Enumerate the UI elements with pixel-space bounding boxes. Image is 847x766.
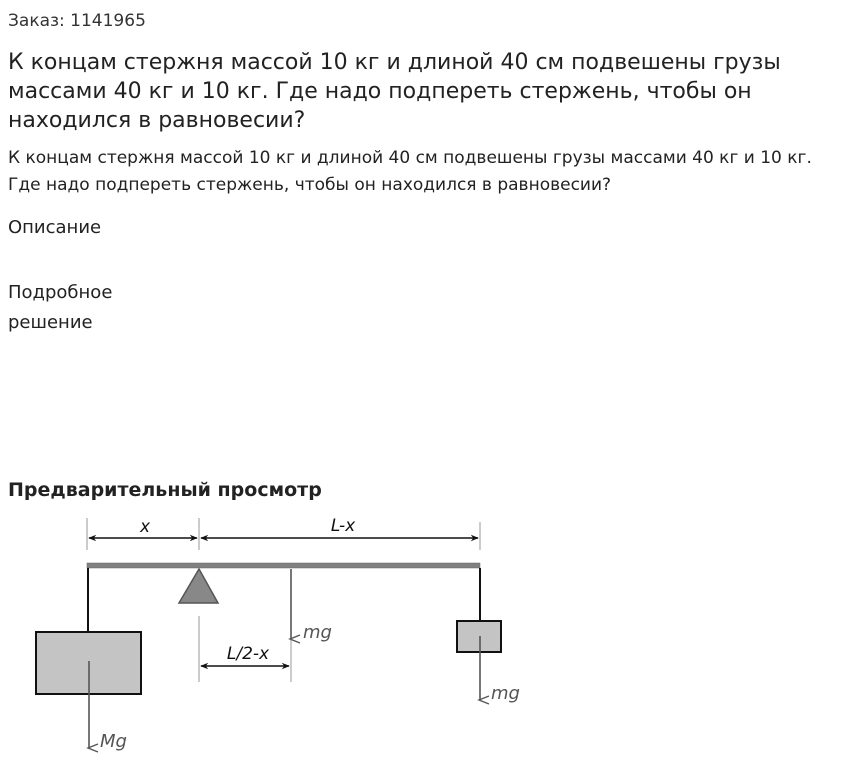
description-label: Описание — [8, 217, 102, 238]
rod — [86, 562, 481, 569]
big-load-weight-label: Mg — [100, 731, 127, 752]
small-load-weight-label: mg — [491, 683, 520, 704]
pivot-support — [177, 567, 220, 604]
problem-text: К концам стержня массой 10 кг и длиной 4… — [8, 148, 812, 195]
order-number: Заказ: 1141965 — [8, 11, 146, 31]
dimension-l-minus-x-label: L-x — [331, 516, 356, 536]
lever-diagram: x L-x mg mg Mg L/2-x — [35, 516, 520, 753]
dimension-half-l-minus-x-label: L/2-x — [227, 644, 270, 664]
rod-weight-label: mg — [303, 622, 332, 643]
preview-title: Предварительный просмотр — [8, 479, 322, 501]
solution-label: Подробное решение — [8, 282, 113, 333]
problem-title: К концам стержня массой 10 кг и длиной 4… — [8, 50, 781, 133]
small-load — [456, 620, 502, 653]
dimension-x-label: x — [139, 517, 151, 537]
